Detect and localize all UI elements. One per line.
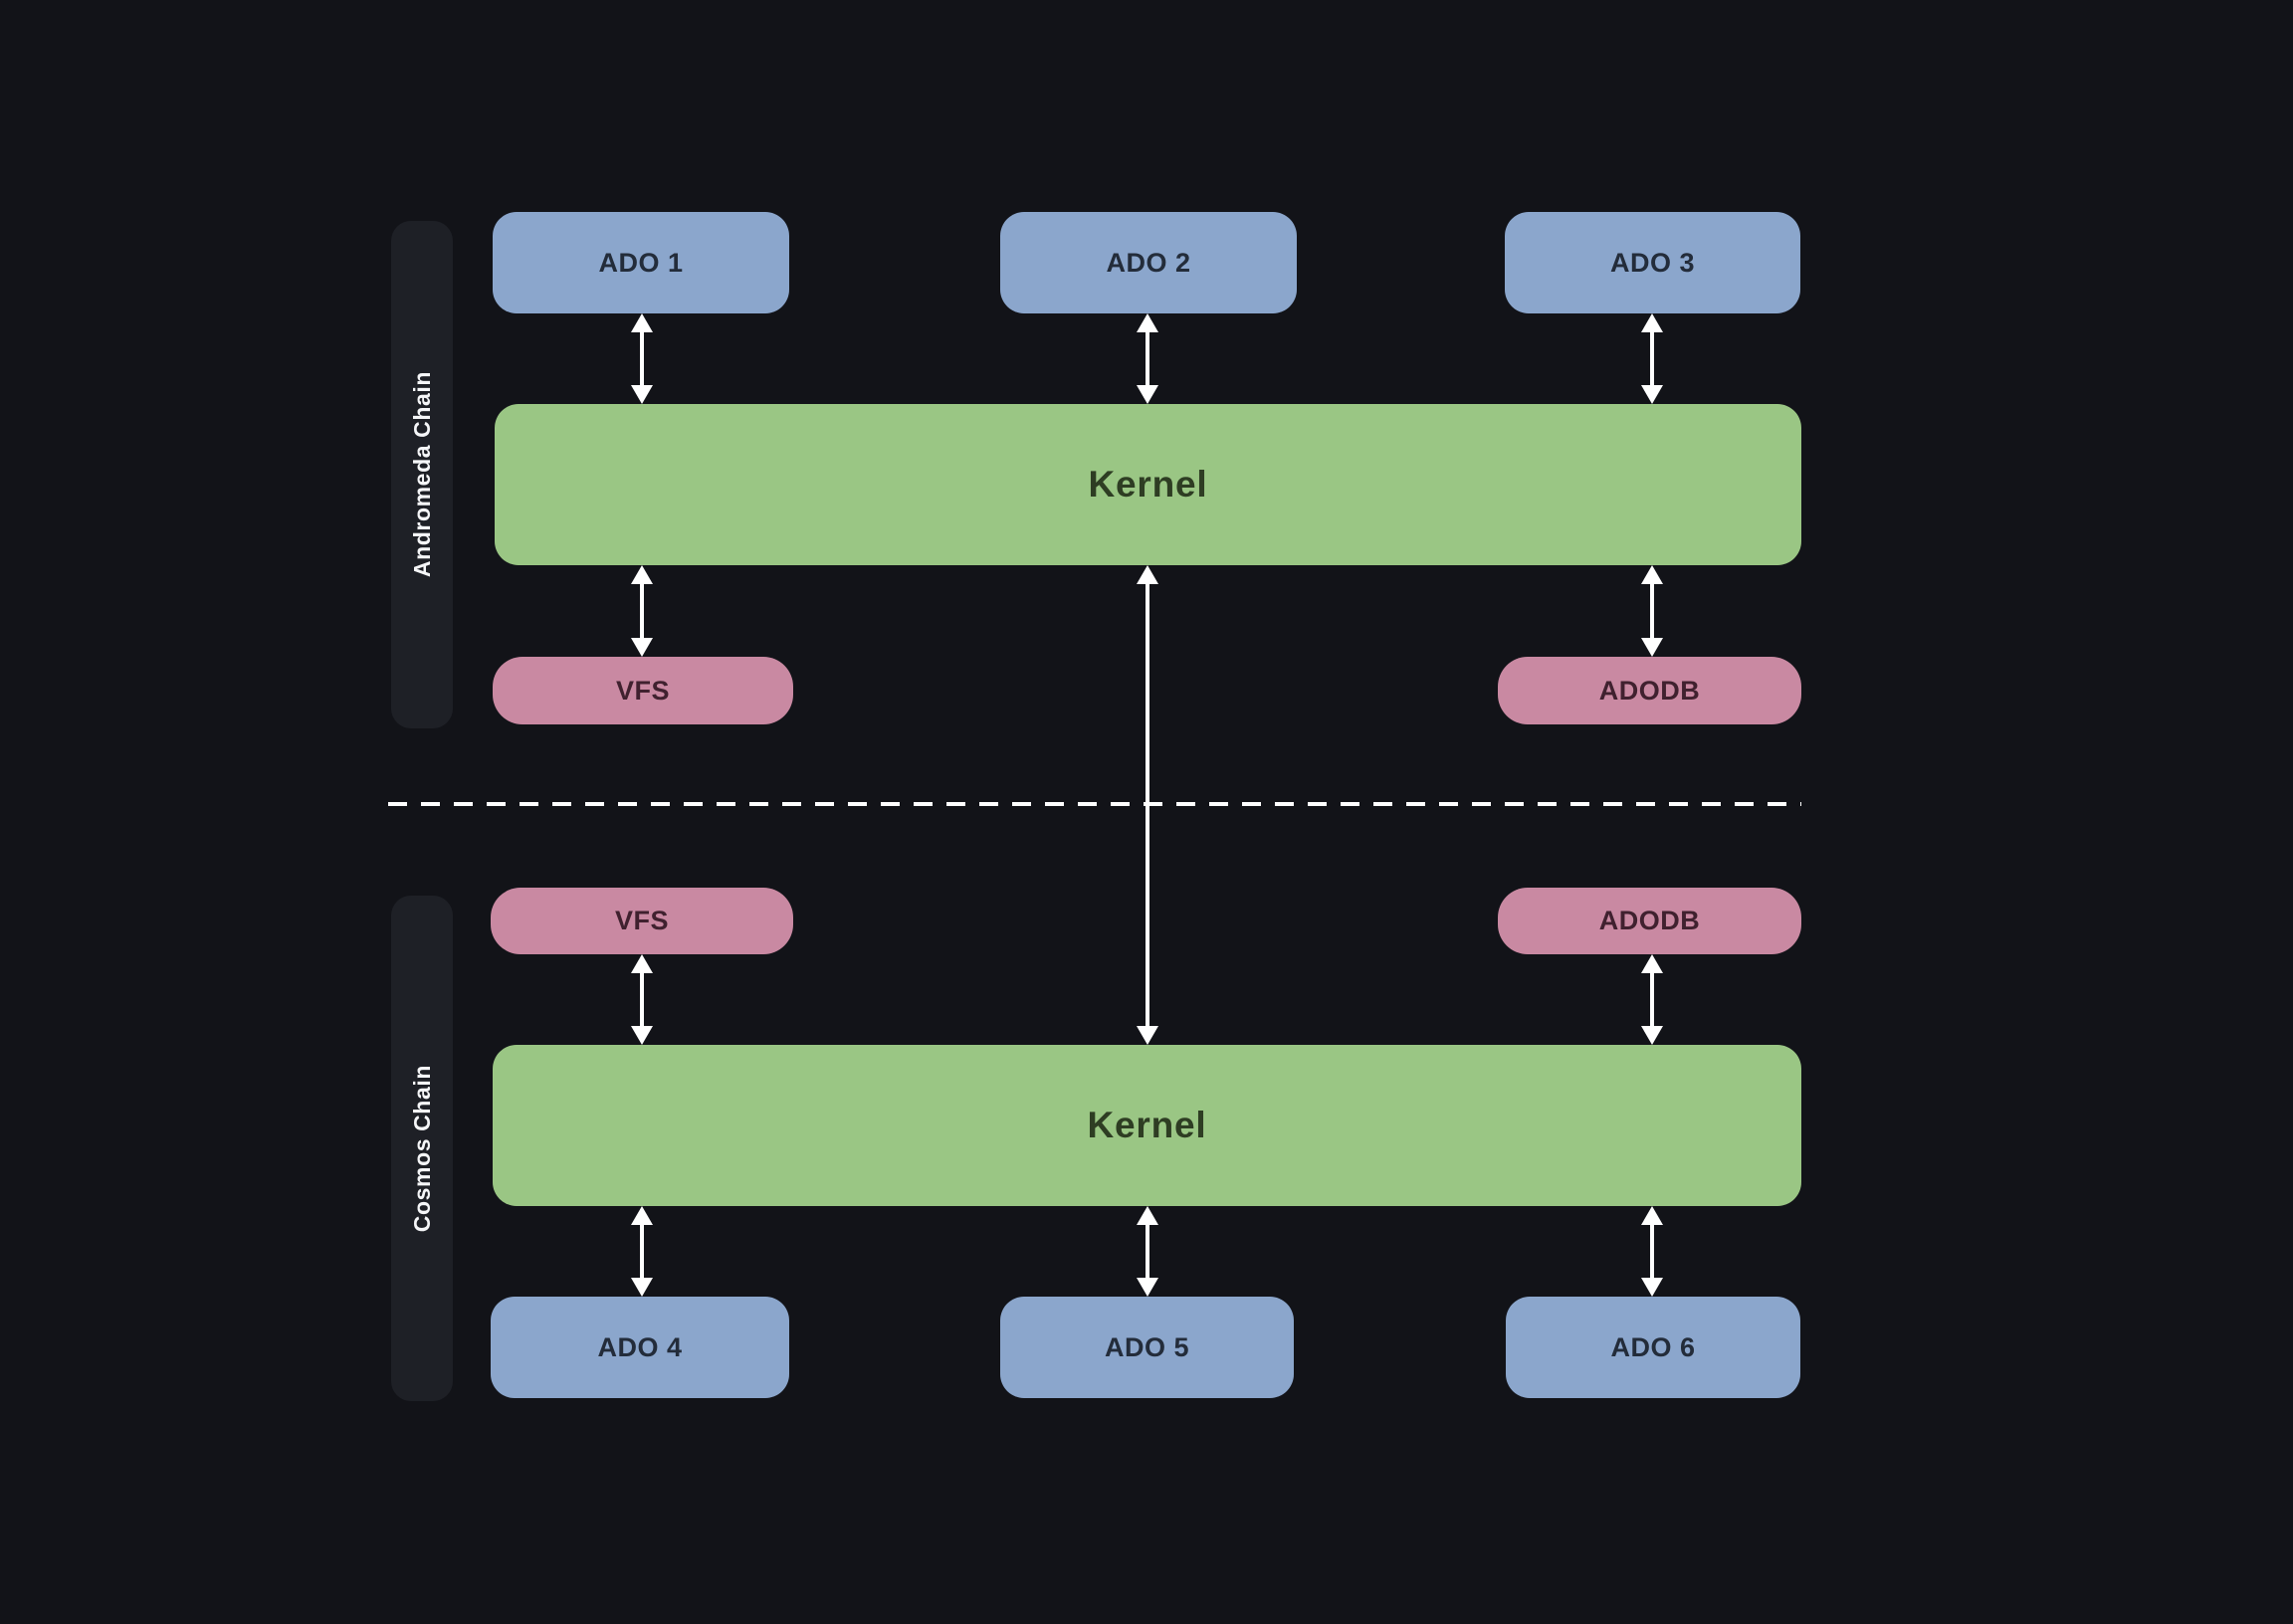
andromeda-chain-label: Andromeda Chain — [408, 371, 435, 578]
node-vfs-cosmos: VFS — [491, 888, 793, 954]
node-ado-3-label: ADO 3 — [1609, 247, 1696, 278]
node-adodb-cosmos: ADODB — [1498, 888, 1801, 954]
arrow-ado2-kernel1 — [1136, 313, 1159, 404]
node-vfs-andromeda: VFS — [493, 657, 793, 724]
node-ado-6: ADO 6 — [1506, 1297, 1800, 1398]
arrow-vfs2-kernel2 — [630, 954, 654, 1045]
node-ado-2: ADO 2 — [1000, 212, 1297, 313]
arrow-adodb2-kernel2 — [1640, 954, 1664, 1045]
arrow-kernel2-ado5 — [1136, 1206, 1159, 1297]
chain-divider-dashed-line — [388, 802, 1801, 806]
cosmos-chain-label: Cosmos Chain — [408, 1064, 435, 1233]
arrow-kernel2-ado4 — [630, 1206, 654, 1297]
node-kernel-cosmos: Kernel — [493, 1045, 1801, 1206]
arrow-kernel1-vfs1 — [630, 565, 654, 657]
node-ado-3: ADO 3 — [1505, 212, 1800, 313]
arrow-ado1-kernel1 — [630, 313, 654, 404]
andromeda-chain-pill: Andromeda Chain — [391, 221, 453, 728]
node-adodb-cosmos-label: ADODB — [1598, 906, 1701, 935]
arrow-ado3-kernel1 — [1640, 313, 1664, 404]
node-ado-2-label: ADO 2 — [1106, 247, 1191, 278]
node-vfs-andromeda-label: VFS — [615, 675, 670, 706]
node-kernel-andromeda-label: Kernel — [1088, 464, 1208, 505]
node-adodb-andromeda: ADODB — [1498, 657, 1801, 724]
node-vfs-cosmos-label: VFS — [614, 906, 669, 935]
node-ado-4-label: ADO 4 — [597, 1331, 683, 1362]
node-ado-5-label: ADO 5 — [1104, 1331, 1190, 1362]
arrow-kernel2-ado6 — [1640, 1206, 1664, 1297]
node-ado-4: ADO 4 — [491, 1297, 789, 1398]
node-ado-1-label: ADO 1 — [598, 247, 684, 278]
node-adodb-andromeda-label: ADODB — [1598, 675, 1701, 706]
node-ado-1: ADO 1 — [493, 212, 789, 313]
node-ado-5: ADO 5 — [1000, 1297, 1294, 1398]
node-kernel-cosmos-label: Kernel — [1087, 1105, 1207, 1145]
cosmos-chain-pill: Cosmos Chain — [391, 896, 453, 1401]
node-ado-6-label: ADO 6 — [1610, 1331, 1696, 1362]
node-kernel-andromeda: Kernel — [495, 404, 1801, 565]
arrow-kernel1-adodb1 — [1640, 565, 1664, 657]
